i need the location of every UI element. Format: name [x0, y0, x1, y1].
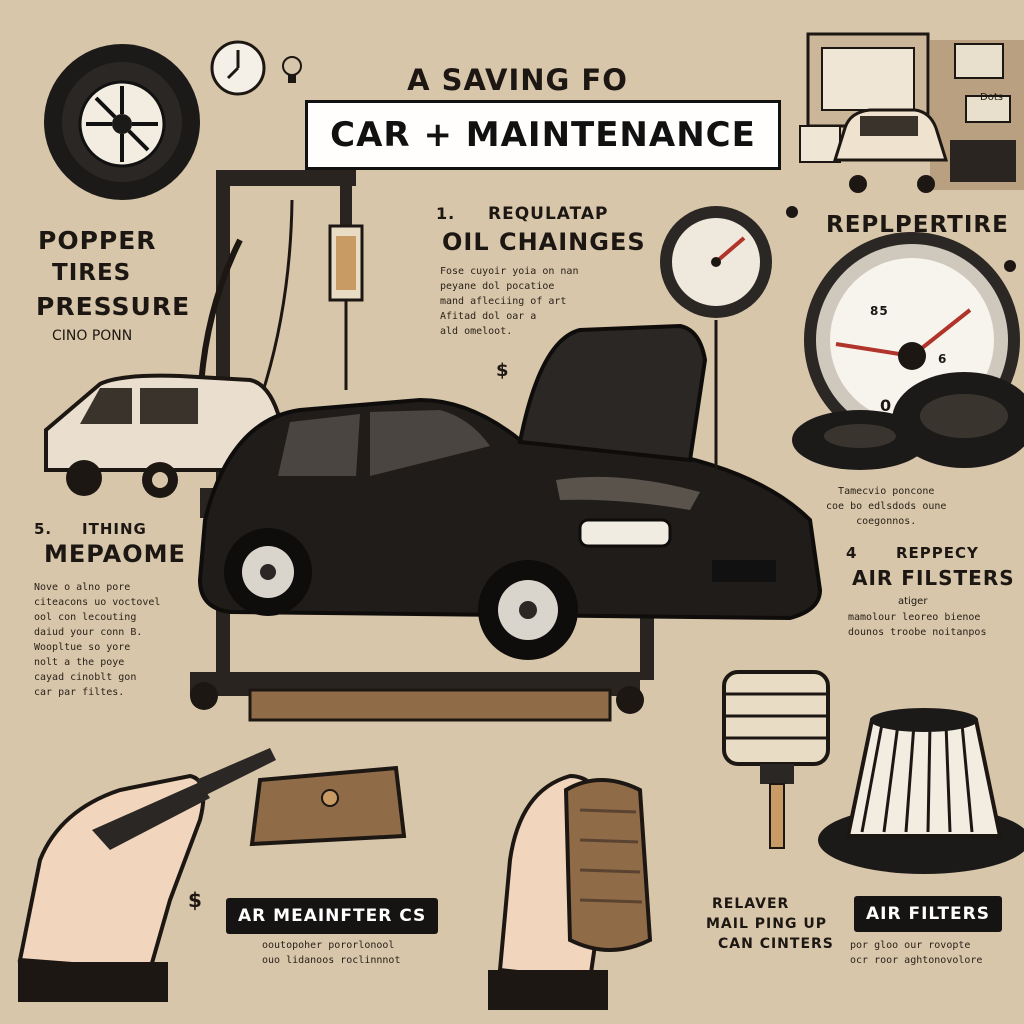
oil-title: OIL CHAINGES: [442, 228, 646, 256]
air-filter-icon: [818, 708, 1024, 874]
gauge-number-3: 0: [880, 396, 893, 415]
clock-icon: [210, 40, 266, 96]
tire-stack-icon: [792, 372, 1024, 470]
gauge-number-1: 85: [870, 304, 889, 318]
banner-title: CAR + MAINTENANCE: [305, 100, 781, 170]
gauge-number-2: 6: [938, 352, 948, 366]
lightbulb-icon: [282, 56, 302, 83]
bottom-mid-line2: MAIL PING UP: [706, 916, 827, 932]
item4-title: AIR FILSTERS: [852, 566, 1015, 590]
replpertire-title: REPLPERTIRE: [826, 212, 1009, 238]
oil-body: Fose cuyoir yoia on nan peyane dol pocat…: [440, 266, 579, 337]
tires-sub: CINO PONN: [52, 328, 133, 344]
banner-subtitle: A SAVING FO SAIVING N: [407, 63, 628, 147]
item5-heading: ITHING: [82, 520, 147, 538]
tire-icon: [44, 44, 200, 200]
bottom-mid-line3: CAN CINTERS: [718, 936, 834, 952]
location-pin-icon: [786, 206, 1016, 272]
bottom-right-label: AIR FILTERS: [854, 896, 1002, 932]
item4-number: 4: [846, 544, 858, 562]
bottom-mid-line1: RELAVER: [712, 896, 790, 912]
car-icon: [44, 373, 291, 498]
item4-sub: atiger: [898, 596, 928, 607]
oil-gauge-icon: [660, 206, 772, 470]
dollar-symbol-bottom: $: [188, 888, 203, 912]
bottom-left-label: AR MEAINFTER CS: [226, 898, 439, 934]
garage-sign: Dots: [980, 92, 1003, 103]
main-car-icon: [197, 323, 823, 660]
item4-body: mamolour leoreo bienoe dounos troobe noi…: [848, 612, 987, 638]
item4-heading: REPPECY: [896, 544, 979, 562]
item5-body: Nove o alno pore citeacons uo voctovel o…: [34, 582, 161, 698]
item5-title: MEPAOME: [44, 540, 186, 568]
oil-heading: REQULATAP: [488, 204, 609, 224]
tires-line1: POPPER: [38, 226, 157, 255]
tires-line3: PRESSURE: [36, 292, 191, 321]
oil-number: 1.: [436, 204, 456, 223]
pliers-icon: [92, 748, 276, 850]
bottom-right-body: por gloo our rovopte ocr roor aghtonovol…: [850, 940, 983, 966]
item5-number: 5.: [34, 520, 53, 538]
tires-line2: TIRES: [52, 260, 132, 286]
replpertire-body: Tamecvio poncone coe bo edlsdods oune co…: [826, 486, 947, 527]
dollar-symbol: $: [496, 360, 510, 381]
bottom-left-body: ooutopoher pororlonool ouo lidanoos rocl…: [262, 940, 401, 966]
held-filter-icon: [563, 778, 653, 952]
cabin-filter-icon: [249, 765, 407, 847]
oil-filter-icon: [722, 670, 830, 849]
garage-scene: [799, 32, 1024, 193]
